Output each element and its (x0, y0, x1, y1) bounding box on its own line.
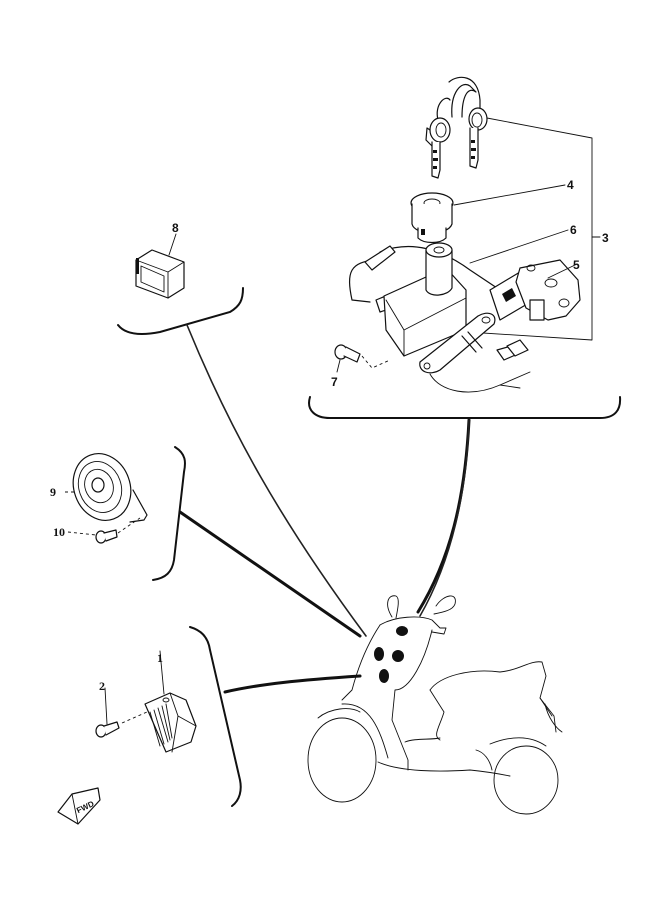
bracket-3 (451, 117, 593, 341)
connector-main-switch-thin (419, 419, 470, 617)
rectifier-group: 1 2 (95, 626, 242, 807)
connector-horn (178, 510, 362, 638)
main-switch-group: 3 4 5 6 7 (308, 76, 622, 419)
keys (425, 76, 488, 179)
connector-relay (186, 324, 367, 637)
horn (72, 453, 148, 523)
callout-7: 7 (331, 375, 338, 389)
main-switch (349, 242, 501, 374)
callout-5: 5 (573, 258, 580, 272)
fwd-arrow-icon: FWD (57, 787, 101, 825)
lock-plate (489, 259, 581, 321)
callout-10: 10 (53, 525, 65, 539)
callout-6: 6 (570, 223, 577, 237)
callout-1: 1 (157, 651, 163, 665)
connector-main-switch (416, 418, 471, 614)
callout-4: 4 (567, 178, 574, 192)
callout-3: 3 (602, 231, 609, 245)
bolt-2 (95, 721, 120, 738)
bolt-7 (334, 344, 361, 363)
lock-cylinder (410, 192, 454, 244)
callout-2: 2 (99, 679, 105, 693)
scooter-outline (307, 595, 563, 815)
horn-group: 9 10 (50, 446, 186, 581)
callout-9: 9 (50, 485, 56, 499)
relay-group: 8 (117, 221, 244, 335)
rectifier (144, 692, 197, 753)
bolt-10 (95, 529, 118, 544)
callout-8: 8 (172, 221, 179, 235)
connector-rectifier (223, 674, 362, 694)
